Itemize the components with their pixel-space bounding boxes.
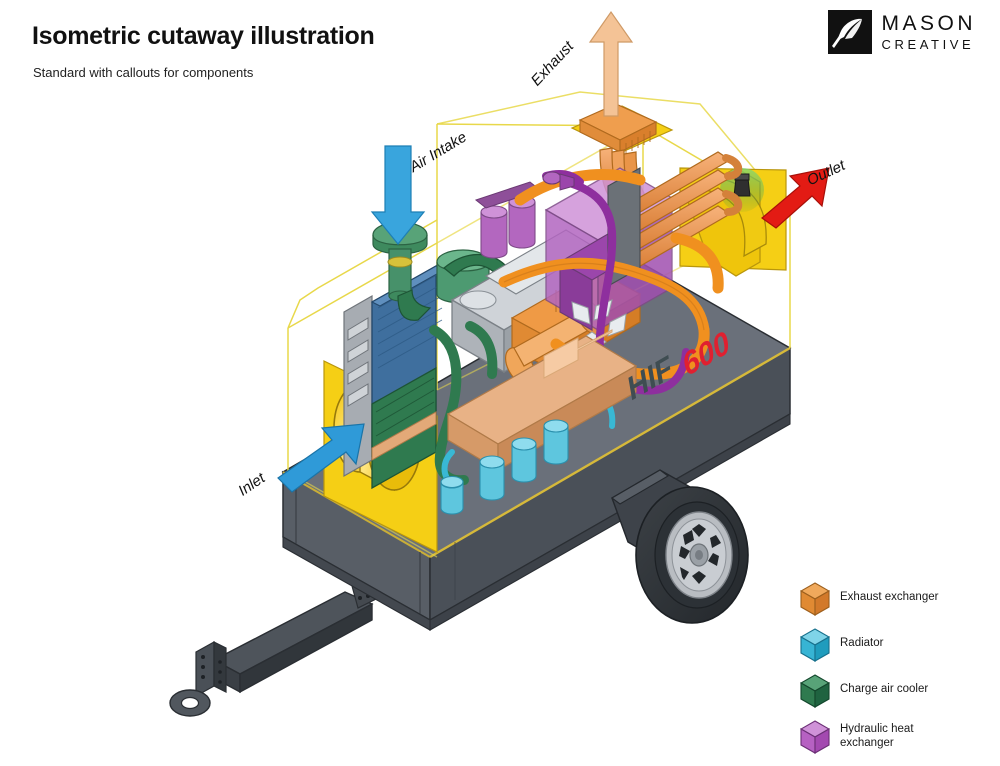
- cube-icon-charge-air-cooler: [799, 674, 831, 708]
- logo-line-2: CREATIVE: [881, 37, 975, 52]
- component-legend: Exhaust exchanger Radiator Charge ai: [799, 582, 996, 766]
- legend-item-charge-air-cooler: Charge air cooler: [799, 674, 996, 708]
- air-intake-cleaner: [372, 221, 432, 321]
- legend-item-radiator: Radiator: [799, 628, 996, 662]
- cube-icon-hydraulic-heat-exchanger: [799, 720, 831, 754]
- legend-label-radiator: Radiator: [840, 637, 884, 649]
- callout-arrow-outlet: [761, 167, 830, 229]
- outlet-duct: [679, 167, 787, 277]
- isometric-cutaway-illustration: HIF 600: [169, 10, 830, 717]
- callout-arrow-exhaust: [588, 10, 634, 117]
- logo-wordmark: MASON CREATIVE: [881, 13, 976, 51]
- legend-label-exhaust-exchanger: Exhaust exchanger: [840, 591, 939, 603]
- internal-machinery: [343, 151, 743, 515]
- copper-coil-exchanger: [607, 151, 743, 287]
- hydraulic-filter-canisters: [440, 419, 569, 515]
- trailer-drawbar: [169, 575, 379, 717]
- callout-arrow-inlet: [277, 423, 365, 493]
- page-subtitle: Standard with callouts for components: [33, 65, 254, 80]
- cube-icon-exhaust-exchanger: [799, 582, 831, 616]
- legend-label-charge-air-cooler: Charge air cooler: [840, 683, 929, 695]
- hydraulic-filters: [474, 181, 542, 259]
- page-title: Isometric cutaway illustration: [32, 22, 375, 50]
- cube-icon-radiator: [799, 628, 831, 662]
- quill-pen-icon: [828, 10, 873, 54]
- legend-item-exhaust-exchanger: Exhaust exchanger: [799, 582, 996, 616]
- purple-hose-fitting: [542, 171, 575, 191]
- callout-arrow-air-intake: [370, 145, 426, 245]
- brand-logo: MASON CREATIVE: [828, 10, 976, 54]
- trailer-wheel: [635, 486, 749, 624]
- illustration-page: Isometric cutaway illustration Standard …: [32, 10, 976, 754]
- logo-line-1: MASON: [881, 12, 976, 35]
- internal-airflow-arrow: [543, 329, 613, 379]
